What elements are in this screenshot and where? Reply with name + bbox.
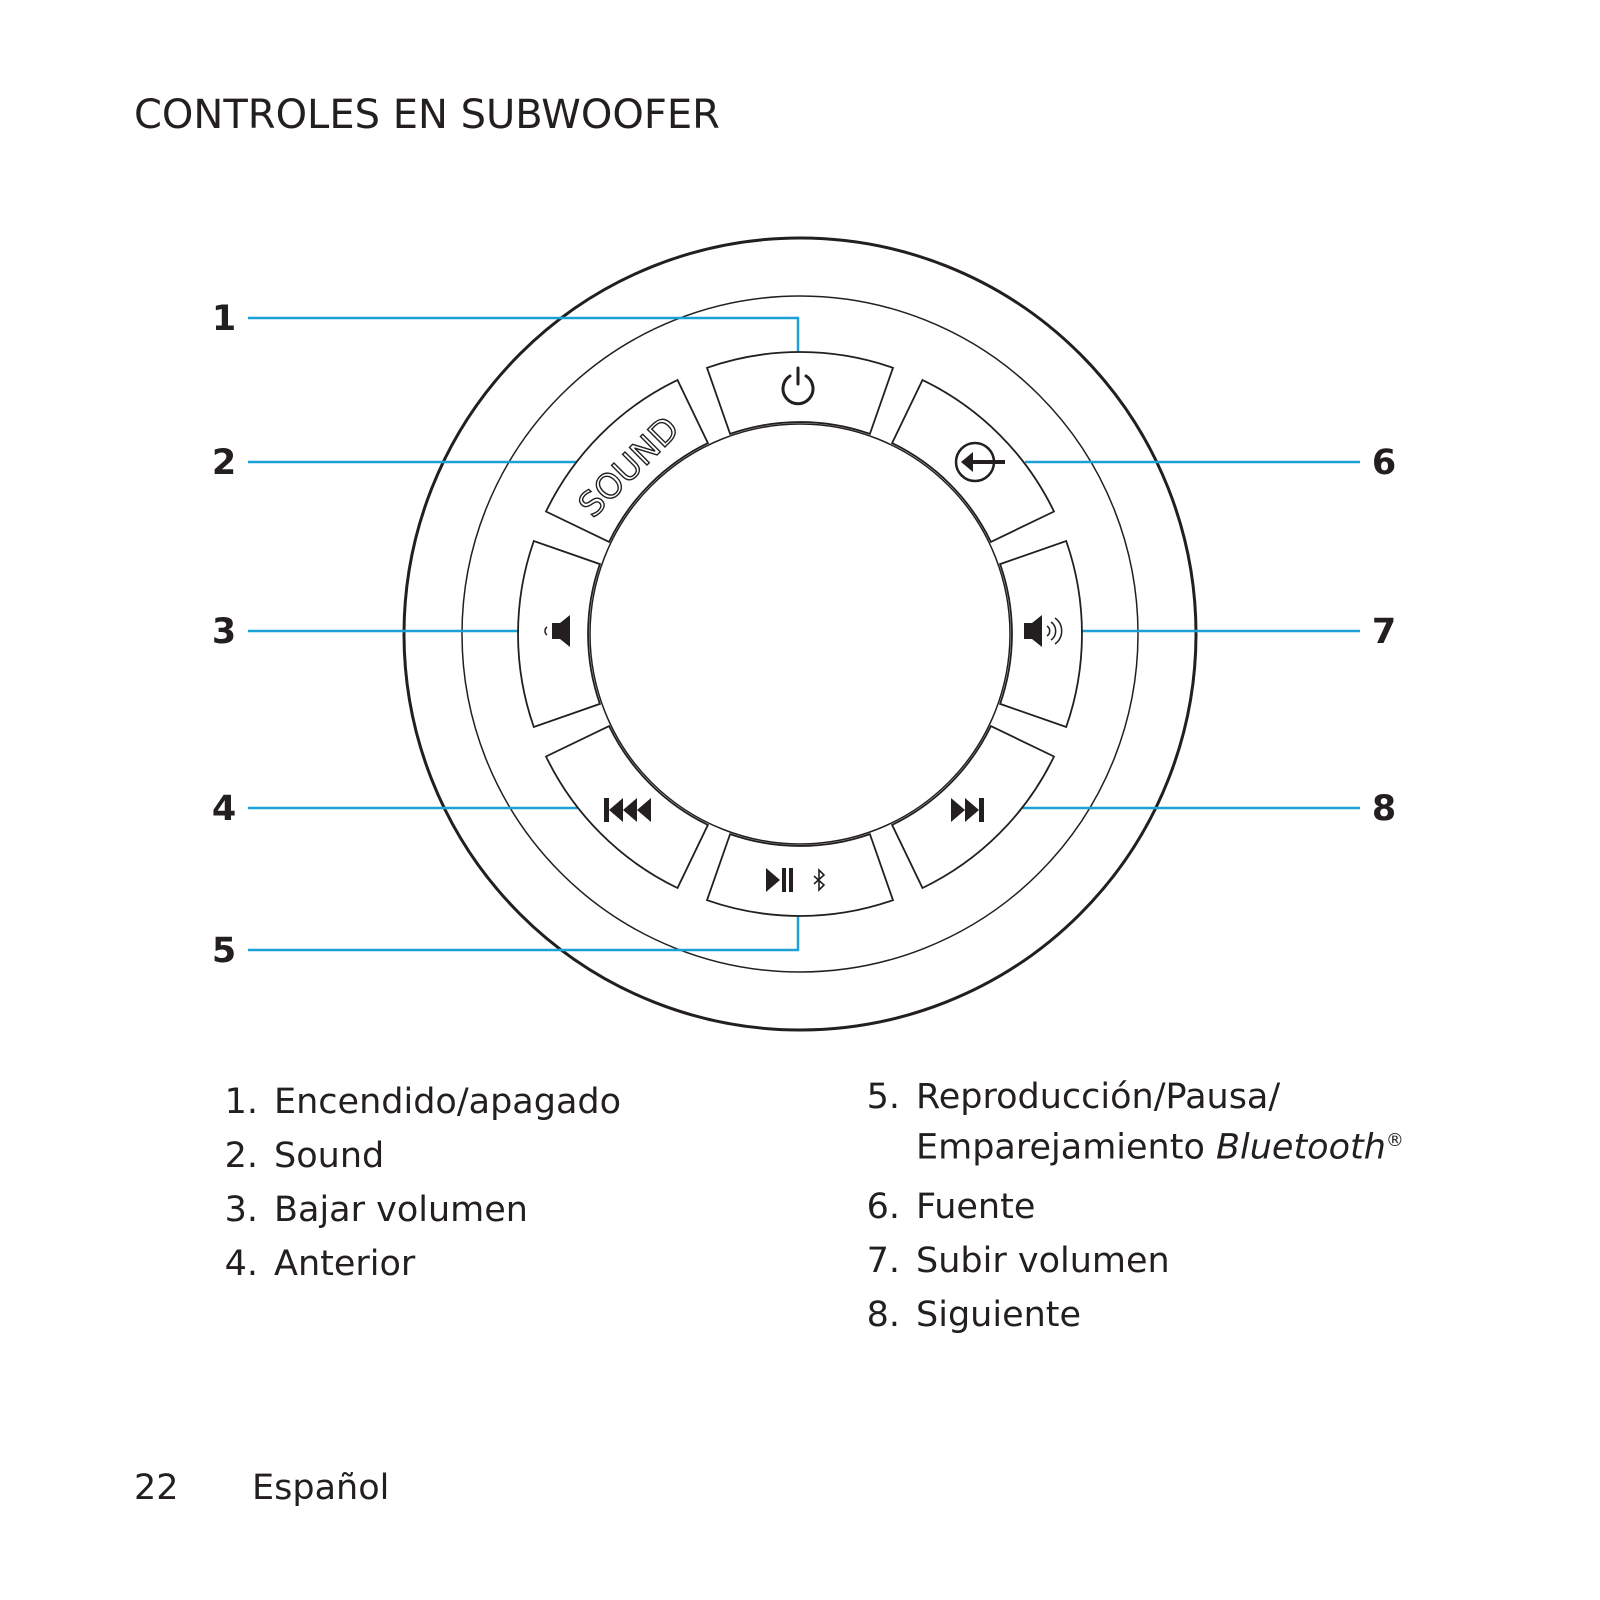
legend-item-8: 8. Siguiente [852,1288,1404,1342]
bluetooth-brand: Bluetooth [1216,1127,1386,1168]
callout-4: 4 [212,789,236,829]
callout-7: 7 [1372,612,1396,652]
legend-label-line2: Emparejamiento Bluetooth® [916,1119,1404,1170]
callout-6: 6 [1372,443,1396,483]
power-icon [781,366,815,406]
legend-number: 6. [866,1186,900,1227]
volume-up-icon [1024,615,1063,647]
legend-number: 4. [224,1244,258,1284]
legend-right-column: 5. Reproducción/Pausa/ Emparejamiento Bl… [852,1075,1404,1342]
previous-track-icon [604,798,651,822]
legend-number: 1. [224,1082,258,1122]
page-number: 22 [134,1468,179,1508]
legend-label-prefix: Emparejamiento [916,1127,1216,1168]
callout-3: 3 [212,612,236,652]
legend-number: 2. [224,1136,258,1176]
legend-number: 7. [866,1240,900,1281]
legend-label: Bajar volumen [274,1190,528,1230]
legend-number: 8. [866,1294,900,1335]
legend-number: 3. [224,1190,258,1230]
legend-label: Sound [274,1136,385,1176]
callout-5: 5 [212,931,236,971]
callout-2: 2 [212,443,236,483]
source-input-icon [954,441,1005,483]
legend-label: Anterior [274,1244,416,1284]
play-pause-bluetooth-icon [766,868,826,892]
legend-number: 5. [866,1077,900,1117]
leader-lines [248,316,1360,952]
callout-1: 1 [212,299,236,339]
legend-item-2: 2. Sound [210,1129,621,1183]
sound-button[interactable] [544,378,710,544]
legend-item-7: 7. Subir volumen [852,1234,1404,1288]
inner-ring [461,295,1139,973]
callout-numbers: 1 2 3 4 5 6 7 8 [212,299,1396,971]
leader-line-1 [248,316,800,358]
legend-item-3: 3. Bajar volumen [210,1183,621,1237]
legend-label: Subir volumen [916,1240,1170,1281]
power-button[interactable] [705,351,895,436]
legend-label: Encendido/apagado [274,1082,622,1122]
legend-label: Reproducción/Pausa/ Emparejamiento Bluet… [916,1075,1404,1170]
play-pause-button[interactable] [705,832,895,917]
outer-ring [402,236,1198,1032]
legend-item-1: 1. Encendido/apagado [210,1075,621,1129]
legend-item-5: 5. Reproducción/Pausa/ Emparejamiento Bl… [852,1075,1404,1170]
page-footer: 22 Español [134,1468,389,1508]
leader-line-5 [248,912,800,952]
callout-8: 8 [1372,789,1396,829]
legend-left-column: 1. Encendido/apagado 2. Sound 3. Bajar v… [210,1075,621,1291]
subwoofer-control-diagram: SOUND 1 2 3 4 [212,236,1396,1032]
legend-label: Siguiente [916,1294,1082,1335]
legend-label-line1: Reproducción/Pausa/ [916,1077,1281,1117]
legend-item-4: 4. Anterior [210,1237,621,1291]
center-disc [589,423,1011,845]
legend-item-6: 6. Fuente [852,1180,1404,1234]
registered-mark: ® [1385,1130,1404,1151]
volume-down-icon [544,615,570,647]
page-title: CONTROLES EN SUBWOOFER [134,92,720,138]
next-track-icon [951,798,984,822]
page-language: Español [252,1468,390,1508]
legend-label: Fuente [916,1186,1036,1227]
